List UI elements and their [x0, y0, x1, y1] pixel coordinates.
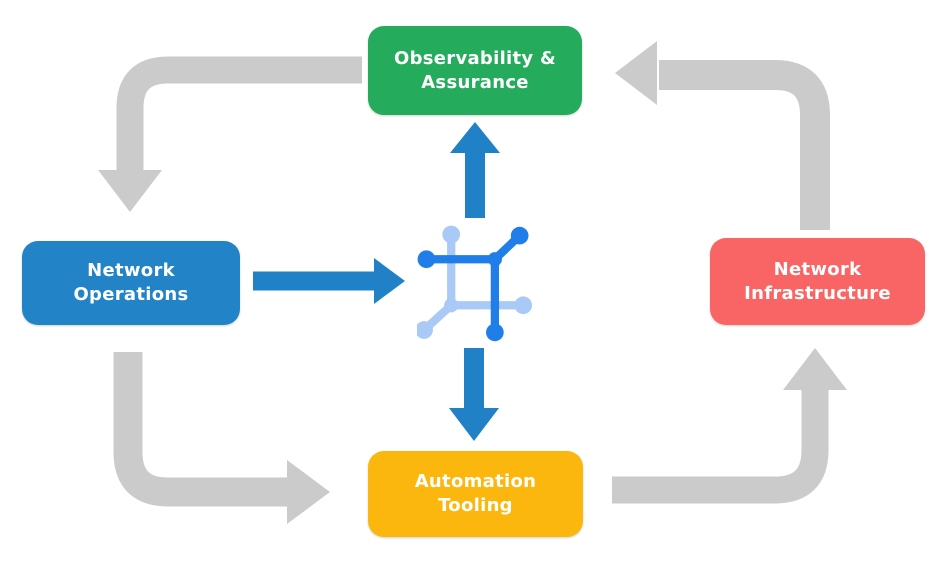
arrow-observability-to-operations [98, 56, 362, 212]
arrow-infrastructure-to-observability [615, 41, 830, 230]
network-operations-box: Network Operations [22, 241, 240, 325]
observability-label-line1: Observability & [393, 47, 557, 69]
automation-label-line2: Tooling [438, 495, 513, 516]
operations-label-line2: Operations [73, 284, 189, 305]
observability-assurance-box: Observability & Assurance [368, 26, 582, 115]
arrow-operations-to-automation [113, 352, 330, 524]
connected-network-icon [417, 225, 533, 342]
infrastructure-label-line1: Network [773, 258, 862, 280]
arrow-center-to-observability [450, 122, 500, 218]
arrow-center-to-automation [449, 348, 499, 441]
automation-tooling-box: Automation Tooling [368, 451, 583, 537]
arrow-operations-to-center [253, 258, 405, 304]
arrow-automation-to-infrastructure [612, 348, 847, 504]
icon-light-nodes [417, 225, 533, 339]
network-infrastructure-box: Network Infrastructure [710, 238, 925, 325]
icon-dark-nodes [417, 226, 529, 342]
automation-label-line1: Automation [414, 471, 537, 492]
observability-label-line2: Assurance [421, 71, 529, 93]
operations-label-line1: Network [87, 260, 175, 281]
infrastructure-label-line2: Infrastructure [744, 282, 891, 304]
